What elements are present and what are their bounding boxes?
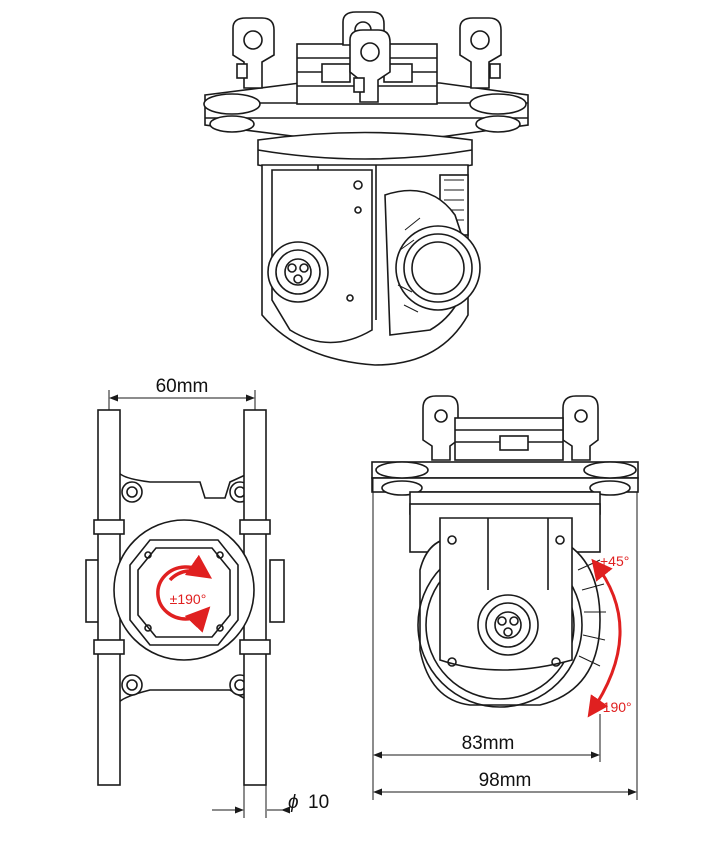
dim-tube-diameter xyxy=(212,785,291,818)
dim-tube-diameter-value: 10 xyxy=(308,792,329,813)
iso-clamp-right xyxy=(459,17,502,89)
side-mounting-plate xyxy=(371,461,639,496)
iso-camera-head xyxy=(384,189,481,336)
tilt-up-label: +45° xyxy=(600,553,629,569)
tilt-rotation-arrow xyxy=(587,558,622,718)
yaw-rotation-label: ±190° xyxy=(170,591,207,607)
isometric-view xyxy=(203,11,529,366)
top-rail-right xyxy=(239,409,271,786)
top-view: ±190° 60mm ϕ 10 xyxy=(85,376,329,818)
dim-inner-width-label: 83mm xyxy=(462,733,515,754)
iso-mounting-plate xyxy=(203,82,529,138)
side-clamp-left xyxy=(422,395,459,461)
top-center-ring xyxy=(113,519,255,661)
iso-clamp-front xyxy=(349,29,391,103)
side-center-box xyxy=(454,417,564,461)
yaw-rotation-arrow xyxy=(156,554,213,633)
top-side-block-right xyxy=(269,559,285,623)
tilt-down-label: -190° xyxy=(598,699,632,715)
dim-tube-diameter-symbol: ϕ xyxy=(288,792,299,813)
dim-rail-spacing-label: 60mm xyxy=(156,376,209,397)
dim-inner-width xyxy=(372,478,601,800)
dim-outer-width xyxy=(373,492,638,800)
iso-side-connector xyxy=(267,241,329,303)
dim-rail-spacing xyxy=(108,390,256,410)
dim-outer-width-label: 98mm xyxy=(479,770,532,791)
side-connector xyxy=(477,594,539,656)
side-tilt-arm xyxy=(439,517,573,671)
side-clamp-right xyxy=(562,395,599,461)
iso-clamp-left xyxy=(232,17,275,89)
side-view: +45° -190° 83mm 98mm xyxy=(371,395,639,800)
